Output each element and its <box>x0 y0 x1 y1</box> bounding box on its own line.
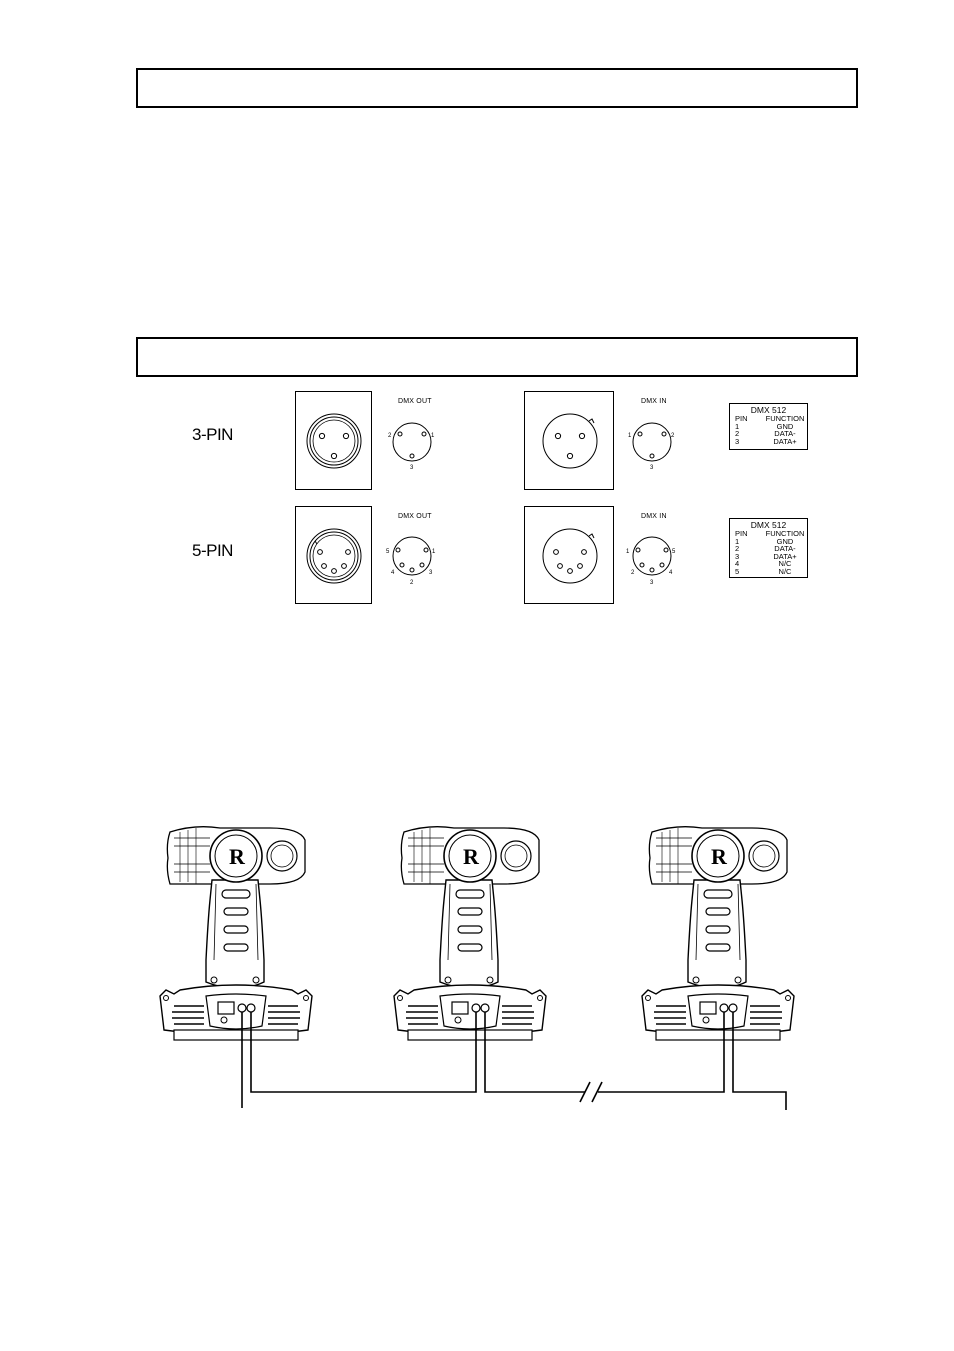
in3-pin-c: 3 <box>650 465 654 471</box>
table-row: 1 GND <box>730 421 807 431</box>
five-pin-out-diagram: 5 1 4 3 2 <box>386 536 436 586</box>
three-pin-in-diagram: 1 2 3 <box>628 422 675 471</box>
xlr-male-3pin-icon <box>542 413 598 469</box>
five-pin-in-title: DMX IN <box>641 513 667 520</box>
in3-pin-a: 1 <box>628 433 632 439</box>
table-cell-pin: 3 <box>735 436 740 446</box>
three-pin-function-table: DMX 512 PIN FUNCTION 1 GND 2 DATA- 3 DATA+ <box>729 403 808 450</box>
table-cell-pin: 1 <box>735 421 740 431</box>
table-row: 3 DATA+ <box>730 551 807 561</box>
dmx-cables <box>241 1012 787 1110</box>
table-header-function: FUNCTION <box>765 529 805 538</box>
table-cell-function: GND <box>776 536 794 546</box>
fixture-logo: R <box>711 844 728 869</box>
in5-pin-a: 1 <box>626 549 630 555</box>
table-row: 3 DATA+ <box>730 436 807 446</box>
table-cell-pin: 4 <box>735 559 740 568</box>
table-row: 2 DATA- <box>730 545 807 553</box>
section-header-1 <box>136 68 858 108</box>
out3-pin-a: 2 <box>388 433 392 439</box>
table-cell-function: N/C <box>778 559 792 568</box>
table-header-row: PIN FUNCTION <box>730 415 807 423</box>
out5-pin-a: 5 <box>386 549 390 555</box>
out3-pin-b: 1 <box>431 433 435 439</box>
in3-pin-b: 2 <box>671 433 675 439</box>
five-pin-out-photo <box>295 506 372 604</box>
table-title: DMX 512 <box>750 405 787 415</box>
table-row: 4 N/C <box>730 560 807 568</box>
out5-pin-c: 4 <box>391 570 395 576</box>
five-pin-out-title: DMX OUT <box>398 513 432 520</box>
in5-pin-b: 5 <box>672 549 676 555</box>
table-row: 5 N/C <box>730 566 807 576</box>
table-cell-function: DATA+ <box>773 551 797 561</box>
in5-pin-d: 4 <box>669 570 673 576</box>
out5-pin-b: 1 <box>432 549 436 555</box>
table-header-pin: PIN <box>735 529 748 538</box>
fixture-logo: R <box>463 844 480 869</box>
fixture-1: R <box>159 825 313 1041</box>
table-row: 2 DATA- <box>730 430 807 438</box>
five-pin-in-photo <box>524 506 614 604</box>
table-cell-pin: 5 <box>735 566 740 576</box>
three-pin-out-photo <box>295 391 372 490</box>
five-pin-in-diagram: 1 5 2 4 3 <box>626 536 676 586</box>
out5-pin-e: 2 <box>410 580 414 586</box>
dmx-wiring-diagram: R R R <box>159 825 795 1110</box>
table-cell-pin: 2 <box>735 429 740 438</box>
three-pin-label: 3-PIN <box>192 425 233 444</box>
table-header-row: PIN FUNCTION <box>730 530 807 538</box>
cable-break-icon <box>579 1081 603 1103</box>
in5-pin-e: 3 <box>650 580 654 586</box>
fixture-2: R <box>393 825 547 1041</box>
table-row: 1 GND <box>730 536 807 546</box>
table-header-function: FUNCTION <box>765 414 805 423</box>
out5-pin-d: 3 <box>429 570 433 576</box>
three-pin-in-title: DMX IN <box>641 398 667 405</box>
xlr-female-3pin-icon <box>306 413 362 469</box>
table-cell-function: DATA- <box>774 544 796 553</box>
three-pin-out-diagram: 2 1 3 <box>388 422 435 471</box>
xlr-female-5pin-icon <box>306 528 362 584</box>
table-cell-function: DATA- <box>774 429 796 438</box>
three-pin-in-photo <box>524 391 614 490</box>
section-header-2 <box>136 337 858 377</box>
out3-pin-c: 3 <box>410 465 414 471</box>
table-cell-pin: 3 <box>735 551 740 561</box>
table-cell-function: GND <box>776 421 794 431</box>
table-cell-pin: 1 <box>735 536 740 546</box>
three-pin-out-title: DMX OUT <box>398 398 432 405</box>
table-cell-pin: 2 <box>735 544 740 553</box>
in5-pin-c: 2 <box>631 570 635 576</box>
fixture-3: R <box>641 825 795 1041</box>
xlr-male-5pin-icon <box>542 528 598 584</box>
table-cell-function: N/C <box>778 566 792 576</box>
five-pin-label: 5-PIN <box>192 541 233 560</box>
table-cell-function: DATA+ <box>773 436 797 446</box>
table-title: DMX 512 <box>750 520 787 530</box>
table-header-pin: PIN <box>735 414 748 423</box>
fixture-logo: R <box>229 844 246 869</box>
